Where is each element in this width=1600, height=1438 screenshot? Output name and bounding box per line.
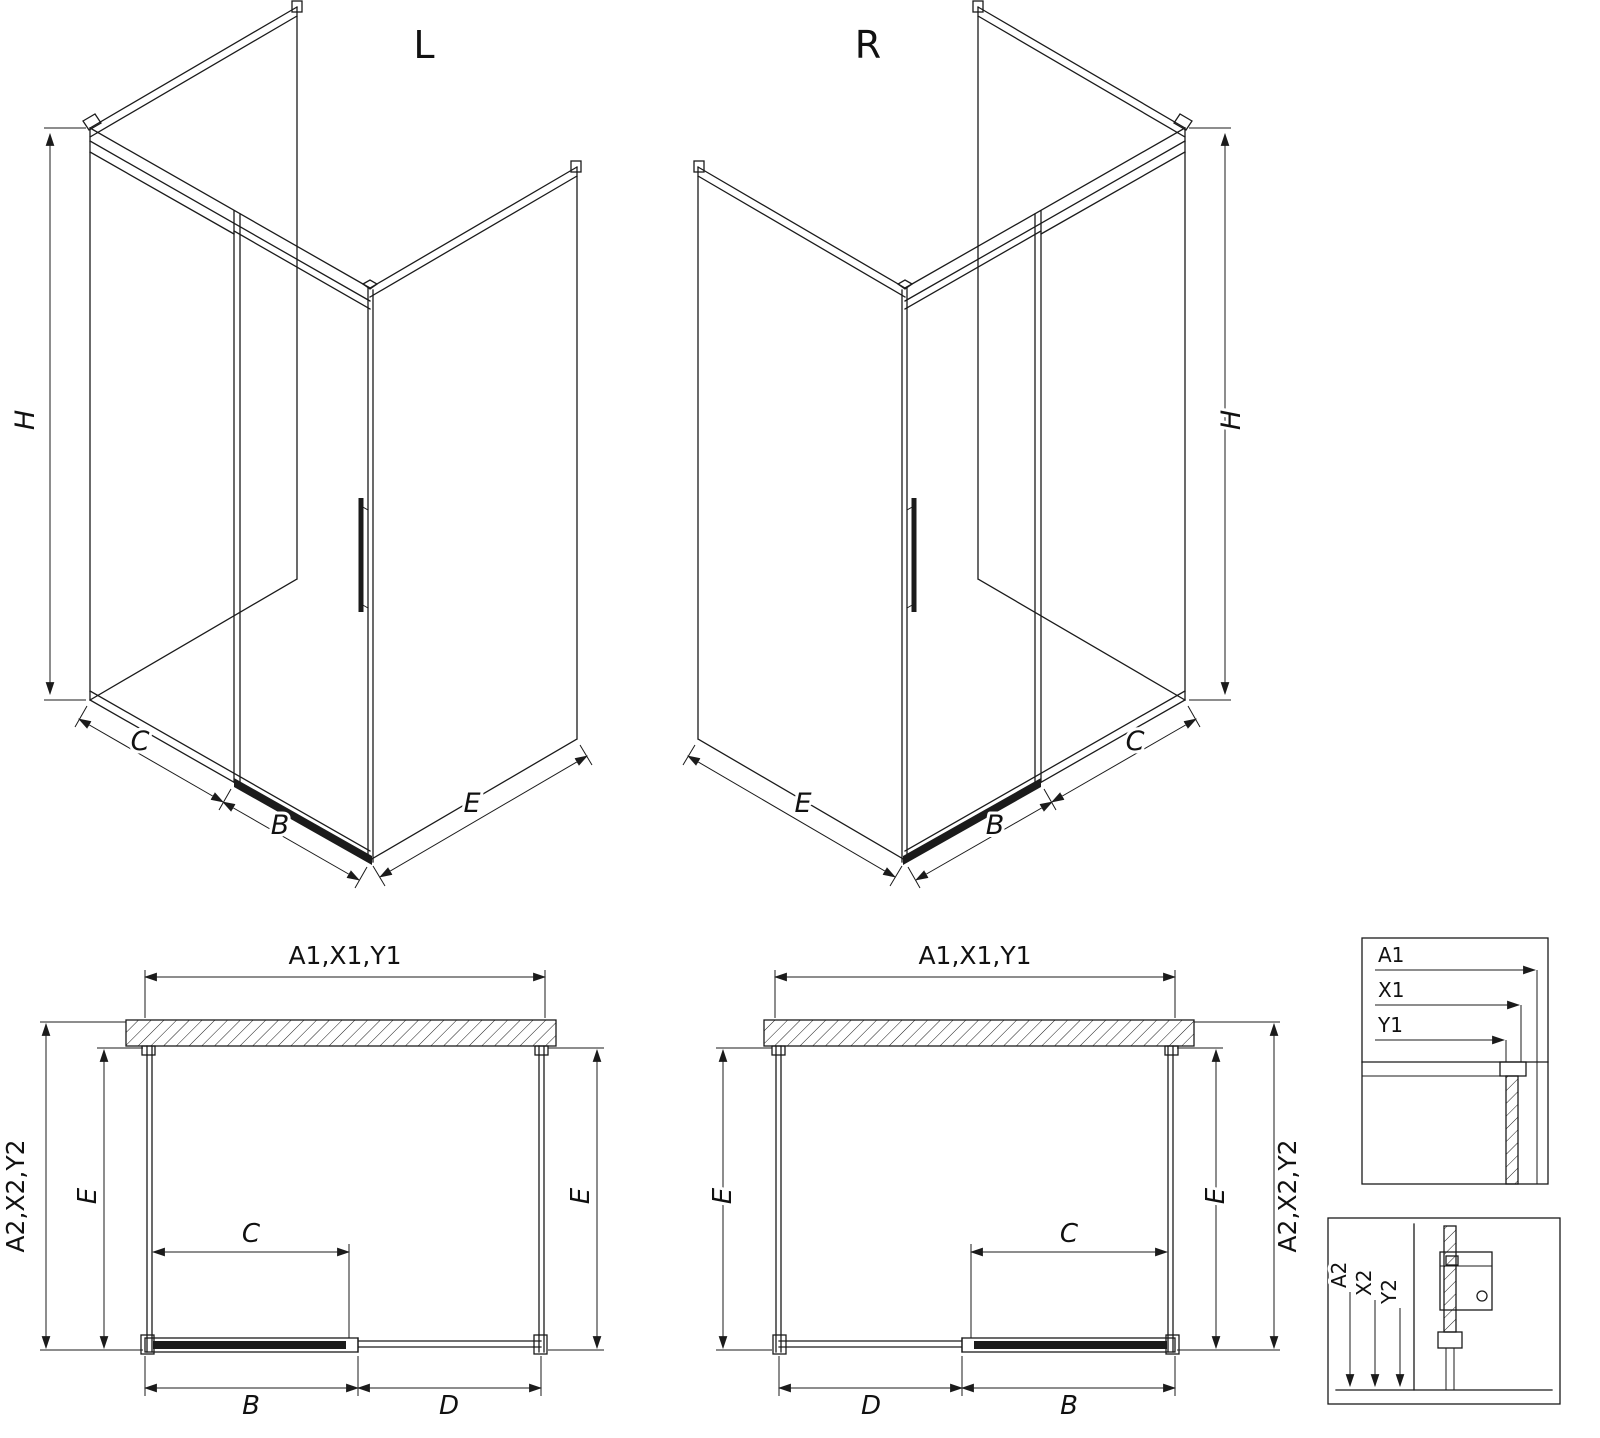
- iso-left-dim-e: E: [463, 788, 480, 819]
- iso-right-dim-e: E: [794, 788, 811, 819]
- plan-left-dim-e-right: E: [566, 1187, 596, 1204]
- iso-left-dim-h: H: [10, 410, 41, 430]
- wall-hatch-left-plan: [125, 1019, 557, 1047]
- plan-left-dim-e-left: E: [73, 1187, 103, 1204]
- detail-bottom-label-x2: X2: [1352, 1270, 1376, 1296]
- iso-view-left-geometry: [44, 1, 592, 888]
- iso-right-dim-b: B: [986, 810, 1005, 841]
- plan-right-dim-c: C: [1060, 1219, 1079, 1249]
- plan-left-dim-d: D: [439, 1391, 459, 1421]
- detail-top-label-y1: Y1: [1377, 1013, 1403, 1037]
- detail-top-label-a1: A1: [1378, 943, 1404, 967]
- plan-right-dim-side: A2,X2,Y2: [1273, 1139, 1302, 1252]
- plan-right-dim-d: D: [861, 1391, 881, 1421]
- plan-left-labels: A1,X1,Y1 A2,X2,Y2 E E C B D: [0, 938, 599, 1424]
- detail-top-label-x1: X1: [1378, 978, 1404, 1002]
- iso-right-dim-h: H: [1216, 410, 1247, 430]
- iso-left-dim-c: C: [131, 726, 150, 757]
- iso-right-labels: R H C B E: [791, 20, 1250, 844]
- detail-bottom-label-a2: A2: [1327, 1262, 1351, 1288]
- iso-right-dim-c: C: [1126, 726, 1145, 757]
- plan-right-dim-b: B: [1060, 1391, 1078, 1421]
- iso-right-title: R: [855, 23, 881, 67]
- detail-section-bottom: A2 X2 Y2: [1324, 1217, 1561, 1405]
- iso-left-labels: L H C B E: [7, 20, 484, 844]
- plan-right-dim-top: A1,X1,Y1: [918, 941, 1031, 970]
- detail-section-top: A1 X1 Y1: [1361, 937, 1549, 1185]
- plan-left-dim-side: A2,X2,Y2: [1, 1139, 30, 1252]
- iso-left-title: L: [413, 23, 434, 67]
- iso-left-dim-b: B: [271, 810, 290, 841]
- detail-bottom-label-y2: Y2: [1377, 1279, 1401, 1305]
- wall-hatch-right-plan: [763, 1019, 1195, 1047]
- plan-right-dim-e-right: E: [1201, 1187, 1231, 1204]
- plan-left-dim-c: C: [242, 1219, 261, 1249]
- plan-right-labels: A1,X1,Y1 A2,X2,Y2 E E C B D: [705, 938, 1305, 1424]
- plan-left-dim-top: A1,X1,Y1: [288, 941, 401, 970]
- plan-left-dim-b: B: [242, 1391, 260, 1421]
- plan-right-dim-e-left: E: [708, 1187, 738, 1204]
- iso-view-right-geometry: [683, 1, 1231, 888]
